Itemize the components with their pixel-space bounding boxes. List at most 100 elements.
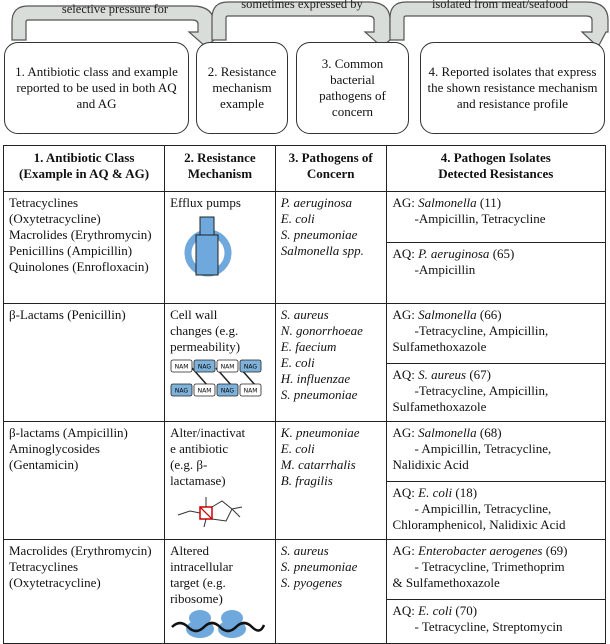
class-line: (Oxytetracycline) bbox=[9, 575, 101, 590]
mechanism-cell: Cell wall changes (e.g. permeability) NA… bbox=[164, 303, 276, 422]
isolate-ref: (67) bbox=[466, 367, 491, 382]
table-row: β-Lactams (Penicillin) Cell wall changes… bbox=[2, 303, 607, 422]
antibiotic-class-cell: β-Lactams (Penicillin) bbox=[2, 303, 166, 422]
isolate-name: Salmonella bbox=[418, 307, 477, 322]
pathogen-name: K. pneumoniae bbox=[280, 425, 360, 440]
isolate-entry: AQ: S. aureus (67) -Tetracycline, Ampici… bbox=[386, 363, 605, 421]
resistance-table: 1. Antibiotic Class (Example in AQ & AG)… bbox=[2, 145, 607, 644]
pathogen-name: B. fragilis bbox=[280, 473, 333, 488]
antibiotic-class-cell: β-lactams (Ampicillin) Aminoglycosides (… bbox=[2, 421, 166, 540]
flow-box-resistance-mechanism: 2. Resistance mechanism example bbox=[196, 42, 288, 134]
class-line: (Oxytetracycline) bbox=[9, 211, 101, 226]
header-line: 2. Resistance bbox=[184, 150, 256, 165]
header-line: 4. Pathogen Isolates bbox=[440, 150, 551, 165]
mechanism-cell: Efflux pumps bbox=[164, 191, 276, 304]
mechanism-line: changes (e.g. bbox=[170, 323, 239, 338]
class-line: β-lactams (Ampicillin) bbox=[9, 425, 128, 440]
isolate-name: Salmonella bbox=[418, 195, 477, 210]
pathogen-name: S. aureus bbox=[280, 543, 329, 558]
pathogen-name: E. coli bbox=[280, 441, 315, 456]
resistance-line: Sulfamethoxazole bbox=[392, 339, 487, 354]
isolate-entry: AG: Salmonella (66) -Tetracycline, Ampic… bbox=[387, 304, 605, 363]
resistance-line: Sulfamethoxazole bbox=[392, 399, 487, 414]
header-line: 1. Antibiotic Class bbox=[33, 150, 135, 165]
antibiotic-class-cell: Macrolides (Erythromycin) Tetracyclines … bbox=[2, 539, 166, 644]
arrow-3 bbox=[389, 1, 609, 48]
class-line: Tetracyclines bbox=[9, 195, 79, 210]
resistance-line: - Tetracycline, Trimethoprim bbox=[414, 559, 565, 574]
isolate-ref: (70) bbox=[452, 603, 478, 618]
resistance-line: -Tetracycline, Ampicillin, bbox=[414, 323, 549, 338]
mechanism-line: lactamase) bbox=[170, 473, 226, 488]
pathogen-name: S. pyogenes bbox=[280, 575, 343, 590]
mechanism-line: permeability) bbox=[170, 339, 241, 354]
resistance-line: -Ampicillin, Tetracycline bbox=[414, 211, 546, 226]
header-line: Mechanism bbox=[187, 166, 253, 181]
isolate-ref: (68) bbox=[476, 425, 502, 440]
flow-box-pathogens: 3. Common bacterial pathogens of concern bbox=[296, 42, 409, 134]
class-line: Macrolides (Erythromycin) bbox=[9, 543, 152, 558]
class-line: Tetracyclines bbox=[9, 559, 79, 574]
flow-box-isolates: 4. Reported isolates that express the sh… bbox=[420, 42, 605, 134]
isolates-cell: AG: Salmonella (68) - Ampicillin, Tetrac… bbox=[385, 421, 607, 540]
arrow-2 bbox=[211, 1, 401, 48]
isolate-name: Enterobacter aerogenes bbox=[418, 543, 543, 558]
pathogen-name: Salmonella spp. bbox=[280, 243, 364, 258]
pathogens-cell: S. aureus N. gonorrhoeae E. faecium E. c… bbox=[274, 303, 387, 422]
arrow-label-1: selective pressure for bbox=[61, 2, 169, 16]
class-line: Penicillins (Ampicillin) bbox=[9, 243, 133, 258]
pathogen-name: E. coli bbox=[280, 211, 315, 226]
sugar-label: NAM bbox=[244, 388, 258, 395]
pathogen-name: E. coli bbox=[280, 355, 315, 370]
isolate-ref: (66) bbox=[476, 307, 502, 322]
resistance-line: Nalidixic Acid bbox=[392, 457, 469, 472]
flow-arrows bbox=[11, 1, 609, 48]
isolate-entry: AG: Salmonella (11) -Ampicillin, Tetracy… bbox=[387, 192, 605, 242]
class-line: Macrolides (Erythromycin) bbox=[9, 227, 152, 242]
isolate-ref: (11) bbox=[476, 195, 502, 210]
mechanism-line: target (e.g. bbox=[170, 575, 226, 590]
flow-diagram: selective pressure for sometimes express… bbox=[0, 0, 610, 145]
efflux-pump-illustration bbox=[184, 216, 232, 277]
ribosome-illustration bbox=[171, 610, 266, 638]
mechanism-line: intracellular bbox=[170, 559, 233, 574]
pathogens-cell: P. aeruginosa E. coli S. pneumoniae Salm… bbox=[274, 191, 387, 304]
header-isolates: 4. Pathogen Isolates Detected Resistance… bbox=[385, 145, 607, 192]
isolate-entry: AG: Salmonella (68) - Ampicillin, Tetrac… bbox=[387, 422, 605, 481]
mechanism-line: e antibiotic bbox=[170, 441, 229, 456]
mechanism-line: ribosome) bbox=[170, 591, 223, 606]
header-antibiotic-class: 1. Antibiotic Class (Example in AQ & AG) bbox=[2, 145, 166, 192]
isolate-source: AG: bbox=[392, 195, 419, 210]
isolate-source: AQ: bbox=[392, 603, 419, 618]
isolate-name: Salmonella bbox=[418, 425, 477, 440]
resistance-line: - Ampicillin, Tetracycline, bbox=[414, 441, 552, 456]
pathogens-cell: K. pneumoniae E. coli M. catarrhalis B. … bbox=[274, 421, 387, 540]
resistance-line: - Ampicillin, Tetracycline, bbox=[414, 501, 552, 516]
isolate-entry: AQ: E. coli (18) - Ampicillin, Tetracycl… bbox=[386, 481, 605, 539]
table-row: Tetracyclines (Oxytetracycline) Macrolid… bbox=[2, 191, 607, 304]
isolates-cell: AG: Salmonella (11) -Ampicillin, Tetracy… bbox=[385, 191, 607, 304]
arrow-label-2: sometimes expressed by bbox=[241, 0, 363, 11]
sugar-label: NAM bbox=[198, 388, 212, 395]
antibiotic-class-cell: Tetracyclines (Oxytetracycline) Macrolid… bbox=[2, 191, 166, 304]
pathogen-name: S. pneumoniae bbox=[280, 227, 358, 242]
isolates-cell: AG: Salmonella (66) -Tetracycline, Ampic… bbox=[385, 303, 607, 422]
pathogen-name: E. faecium bbox=[280, 339, 337, 354]
pathogen-name: S. aureus bbox=[280, 307, 329, 322]
resistance-line: Chloramphenicol, Nalidixic Acid bbox=[392, 517, 566, 532]
mechanism-cell: Altered intracellular target (e.g. ribos… bbox=[164, 539, 276, 644]
arrow-label-3: isolated from meat/seafood bbox=[431, 0, 569, 11]
mechanism-line: Efflux pumps bbox=[170, 195, 241, 210]
pathogens-cell: S. aureus S. pneumoniae S. pyogenes bbox=[274, 539, 387, 644]
sugar-label: NAM bbox=[221, 364, 235, 371]
isolate-ref: (65) bbox=[489, 246, 515, 261]
resistance-line: & Sulfamethoxazole bbox=[392, 575, 500, 590]
isolate-source: AQ: bbox=[392, 246, 419, 261]
pathogen-name: N. gonorrhoeae bbox=[280, 323, 363, 338]
class-line: Quinolones (Enrofloxacin) bbox=[9, 259, 149, 274]
pathogen-name: M. catarrhalis bbox=[280, 457, 356, 472]
resistance-line: -Tetracycline, Ampicillin, bbox=[414, 383, 549, 398]
cell-wall-illustration: NAM NAG NAM NAG NAG NAM NAG NAM bbox=[170, 359, 262, 397]
pathogen-name: S. pneumoniae bbox=[280, 559, 358, 574]
isolate-source: AQ: bbox=[392, 485, 419, 500]
